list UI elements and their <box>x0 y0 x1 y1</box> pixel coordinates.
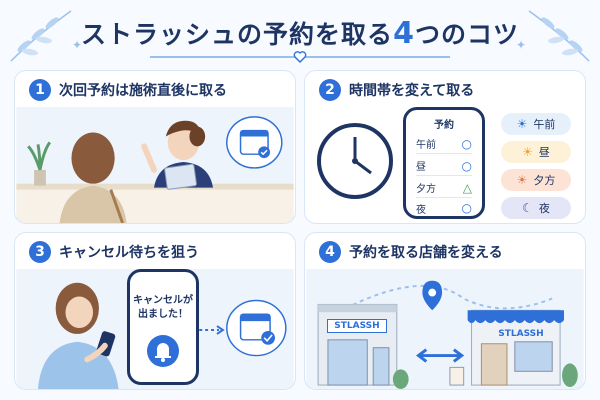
title-number: 4 <box>393 16 415 51</box>
slot-row-evening: 夕方 △ <box>416 178 472 198</box>
card-header: 4 予約を取る店舗を変える <box>319 241 503 263</box>
sunset-icon: ☀ <box>516 173 528 187</box>
slot-mark: △ <box>462 180 472 195</box>
card-header: 3 キャンセル待ちを狙う <box>29 241 199 263</box>
bell-icon <box>147 335 179 367</box>
title-after: つのコツ <box>414 20 519 49</box>
leaf-sprig-right-icon <box>528 10 590 62</box>
notification-line-2: 出ました！ <box>138 309 188 320</box>
slot-row-morning: 午前 ○ <box>416 134 472 154</box>
notification-phone: キャンセルが 出ました！ <box>127 269 199 385</box>
step-badge: 3 <box>29 241 51 263</box>
card-header: 1 次回予約は施術直後に取る <box>29 79 227 101</box>
clock-icon <box>317 123 393 199</box>
step-badge: 1 <box>29 79 51 101</box>
card-title: 次回予約は施術直後に取る <box>59 83 227 99</box>
time-pill-noon: ☀ 昼 <box>501 141 571 163</box>
moon-icon: ☾ <box>522 201 533 215</box>
pill-label: 午前 <box>533 118 556 131</box>
page-title: ストラッシュの予約を取る4つのコツ <box>0 14 600 58</box>
notification-line-1: キャンセルが <box>133 295 193 306</box>
title-before: ストラッシュの予約を取る <box>81 20 394 49</box>
sparkle-icon: ✦ <box>516 38 527 52</box>
store-sign-right: STLASSH <box>498 329 544 339</box>
slot-row-night: 夜 ○ <box>416 198 472 218</box>
time-pill-night: ☾ 夜 <box>501 197 571 219</box>
tip-card-1: 1 次回予約は施術直後に取る <box>14 70 296 224</box>
card-title: 時間帯を変えて取る <box>349 83 475 99</box>
time-pill-evening: ☀ 夕方 <box>501 169 571 191</box>
slot-mark: ○ <box>461 158 472 173</box>
title-text: ストラッシュの予約を取る4つのコツ <box>81 14 519 55</box>
slot-label: 午前 <box>416 140 436 151</box>
card-title: 予約を取る店舗を変える <box>349 245 503 261</box>
notification-text: キャンセルが 出ました！ <box>130 294 196 322</box>
card-title: キャンセル待ちを狙う <box>59 245 199 261</box>
store-sign-left: STLASSH <box>327 319 387 333</box>
slot-label: 昼 <box>416 162 426 173</box>
sun-icon: ☀ <box>516 117 528 131</box>
tip-card-4: 4 予約を取る店舗を変える STLASSH STLASSH <box>304 232 586 390</box>
sun-icon: ☀ <box>522 145 533 159</box>
pill-label: 昼 <box>538 146 550 159</box>
slot-mark: ○ <box>461 136 472 151</box>
schedule-phone: 予約 午前 ○ 昼 ○ 夕方 △ 夜 ○ <box>403 107 485 219</box>
slot-label: 夕方 <box>416 184 436 195</box>
card-header: 2 時間帯を変えて取る <box>319 79 474 101</box>
heart-icon <box>293 51 307 63</box>
slot-mark: ○ <box>461 201 472 215</box>
slot-label: 夜 <box>416 204 426 216</box>
step-badge: 4 <box>319 241 341 263</box>
slot-row-noon: 昼 ○ <box>416 156 472 176</box>
schedule-header: 予約 <box>434 120 454 131</box>
time-pill-morning: ☀ 午前 <box>501 113 571 135</box>
tip-card-2: 2 時間帯を変えて取る 予約 午前 ○ 昼 ○ 夕方 △ 夜 ○ ☀ 午前 ☀ … <box>304 70 586 224</box>
sparkle-icon: ✦ <box>72 38 83 52</box>
tip-card-3: 3 キャンセル待ちを狙う キャンセルが 出ました！ <box>14 232 296 390</box>
leaf-sprig-left-icon <box>10 10 72 62</box>
pill-label: 夕方 <box>533 174 556 187</box>
reception-illustration <box>16 107 294 223</box>
pill-label: 夜 <box>538 202 550 215</box>
step-badge: 2 <box>319 79 341 101</box>
